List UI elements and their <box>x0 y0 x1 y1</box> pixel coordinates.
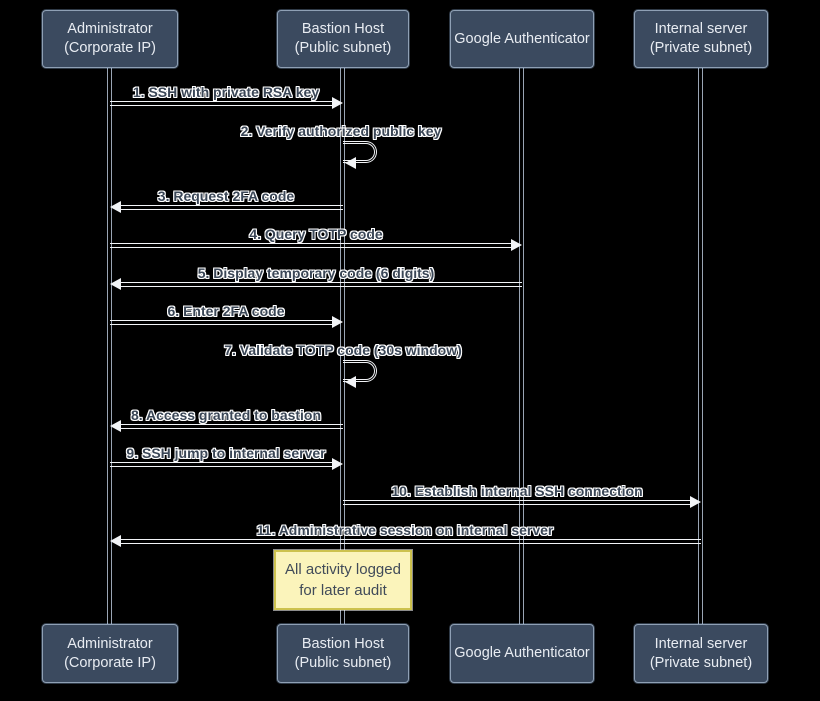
message-11-line <box>121 539 701 544</box>
actor-bottom-google-authenticator-label: Google Authenticator <box>454 645 590 662</box>
message-10-arrowhead <box>690 496 701 508</box>
message-7-label: 7. Validate TOTP code (30s window) <box>224 342 462 358</box>
message-8-line <box>121 424 343 429</box>
lifeline-internal-server <box>698 68 703 624</box>
message-6-arrowhead <box>332 316 343 328</box>
actor-top-administrator-label: Administrator (Corporate IP) <box>64 21 156 56</box>
lifeline-bastion <box>340 68 345 624</box>
message-3-label: 3. Request 2FA code <box>157 188 295 204</box>
actor-top-bastion-label: Bastion Host (Public subnet) <box>294 21 392 56</box>
message-11-label: 11. Administrative session on internal s… <box>256 522 554 538</box>
message-6-line <box>110 320 332 325</box>
message-3-line <box>121 205 343 210</box>
message-10-label: 10. Establish internal SSH connection <box>391 483 643 499</box>
actor-top-internal-server: Internal server (Private subnet) <box>634 10 768 68</box>
actor-top-bastion: Bastion Host (Public subnet) <box>277 10 409 68</box>
message-7-self-loop <box>343 360 377 382</box>
message-7-arrowhead <box>345 376 356 388</box>
actor-bottom-administrator-label: Administrator (Corporate IP) <box>64 635 156 671</box>
message-4-arrowhead <box>511 239 522 251</box>
actor-bottom-bastion: Bastion Host (Public subnet) <box>277 624 409 683</box>
message-8-arrowhead <box>110 420 121 432</box>
message-1-line <box>110 101 332 106</box>
message-11-arrowhead <box>110 535 121 547</box>
actor-bottom-internal-server-label: Internal server (Private subnet) <box>649 635 753 671</box>
message-9-label: 9. SSH jump to internal server <box>126 445 326 461</box>
message-5-label: 5. Display temporary code (6 digits) <box>197 265 435 281</box>
message-3-arrowhead <box>110 201 121 213</box>
lifeline-google-authenticator <box>519 68 524 624</box>
actor-top-google-authenticator-label: Google Authenticator <box>454 30 590 47</box>
message-5-line <box>121 282 522 287</box>
actor-top-google-authenticator: Google Authenticator <box>450 10 594 68</box>
note-audit-log: All activity logged for later audit <box>274 550 412 610</box>
message-6-label: 6. Enter 2FA code <box>167 303 285 319</box>
message-9-arrowhead <box>332 458 343 470</box>
message-2-label: 2. Verify authorized public key <box>240 123 442 139</box>
message-2-self-loop <box>343 141 377 163</box>
lifeline-administrator <box>107 68 112 624</box>
message-1-label: 1. SSH with private RSA key <box>132 84 320 100</box>
message-5-arrowhead <box>110 278 121 290</box>
actor-bottom-bastion-label: Bastion Host (Public subnet) <box>294 635 392 671</box>
message-4-label: 4. Query TOTP code <box>249 226 383 242</box>
actor-top-internal-server-label: Internal server (Private subnet) <box>649 21 753 56</box>
message-8-label: 8. Access granted to bastion <box>130 407 322 423</box>
actor-bottom-google-authenticator: Google Authenticator <box>450 624 594 683</box>
actor-bottom-internal-server: Internal server (Private subnet) <box>634 624 768 683</box>
message-9-line <box>110 462 332 467</box>
actor-bottom-administrator: Administrator (Corporate IP) <box>42 624 178 683</box>
message-2-arrowhead <box>345 157 356 169</box>
actor-top-administrator: Administrator (Corporate IP) <box>42 10 178 68</box>
message-4-line <box>110 243 511 248</box>
message-10-line <box>343 500 690 505</box>
message-1-arrowhead <box>332 97 343 109</box>
